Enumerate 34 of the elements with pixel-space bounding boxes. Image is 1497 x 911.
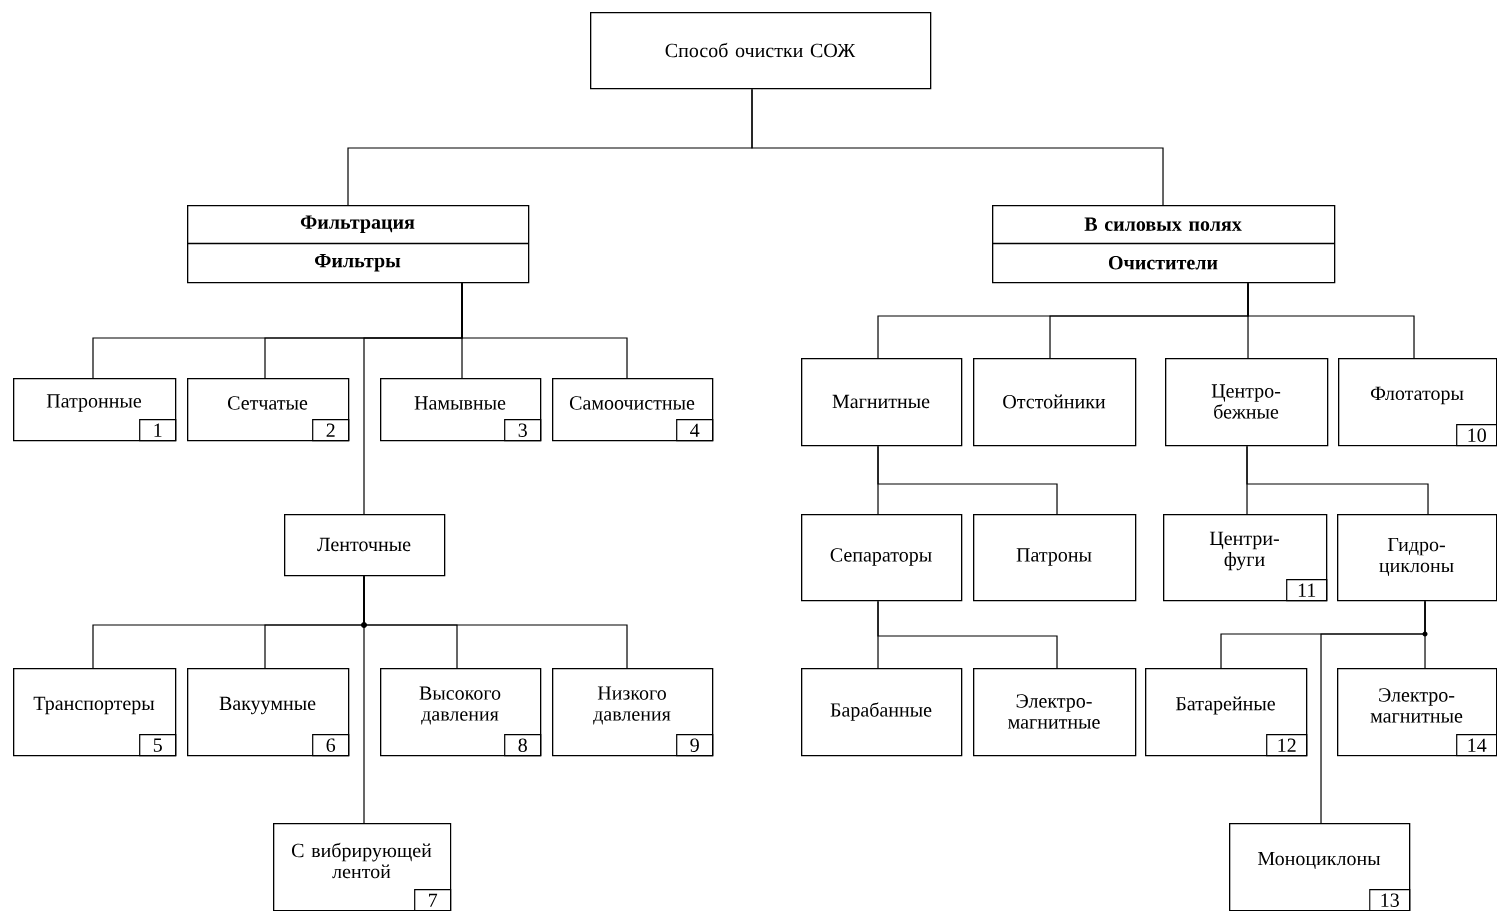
process-box: Транспортеры 5 — [13, 668, 177, 757]
process-box: Барабанные — [801, 668, 963, 757]
process-box: Самоочистные 4 — [552, 378, 714, 442]
connector-line — [877, 445, 1058, 515]
process-box: Батарейные 12 — [1145, 668, 1308, 757]
process-box: Высокого давления 8 — [380, 668, 542, 757]
process-box: Сетчатые 2 — [187, 378, 350, 442]
process-box: Низкого давления 9 — [552, 668, 714, 757]
process-box: Сепараторы — [801, 514, 963, 602]
split-box: В силовых полях Очистители — [991, 205, 1336, 284]
process-box: Намывные 3 — [380, 378, 542, 442]
process-box: Электро- магнитные — [973, 668, 1137, 757]
process-box: Центри- фуги 11 — [1163, 514, 1328, 602]
process-box: Центро- бежные — [1165, 358, 1329, 447]
process-box: Флотаторы 10 — [1338, 358, 1497, 447]
process-box: Патроны — [973, 514, 1137, 602]
process-box: Вакуумные 6 — [187, 668, 350, 757]
process-box: Патронные 1 — [13, 378, 177, 442]
process-box: Моноциклоны 13 — [1229, 823, 1411, 911]
process-box: Электро- магнитные 14 — [1337, 668, 1497, 757]
process-box: Гидро- циклоны — [1337, 514, 1497, 602]
process-box: С вибрирующей лентой 7 — [273, 823, 452, 911]
connector-line — [1247, 282, 1415, 359]
split-box: Фильтрация Фильтры — [186, 205, 530, 284]
process-box: Способ очистки СОЖ — [590, 12, 932, 90]
process-box: Магнитные — [801, 358, 963, 447]
connector-line — [751, 88, 1164, 206]
connector-line — [363, 575, 628, 669]
process-box: Отстойники — [973, 358, 1137, 447]
connector-line — [1424, 600, 1426, 669]
connector-line — [877, 600, 1058, 669]
connector-line — [1246, 445, 1429, 515]
process-box: Ленточные — [284, 514, 446, 577]
connector-line — [461, 282, 628, 379]
